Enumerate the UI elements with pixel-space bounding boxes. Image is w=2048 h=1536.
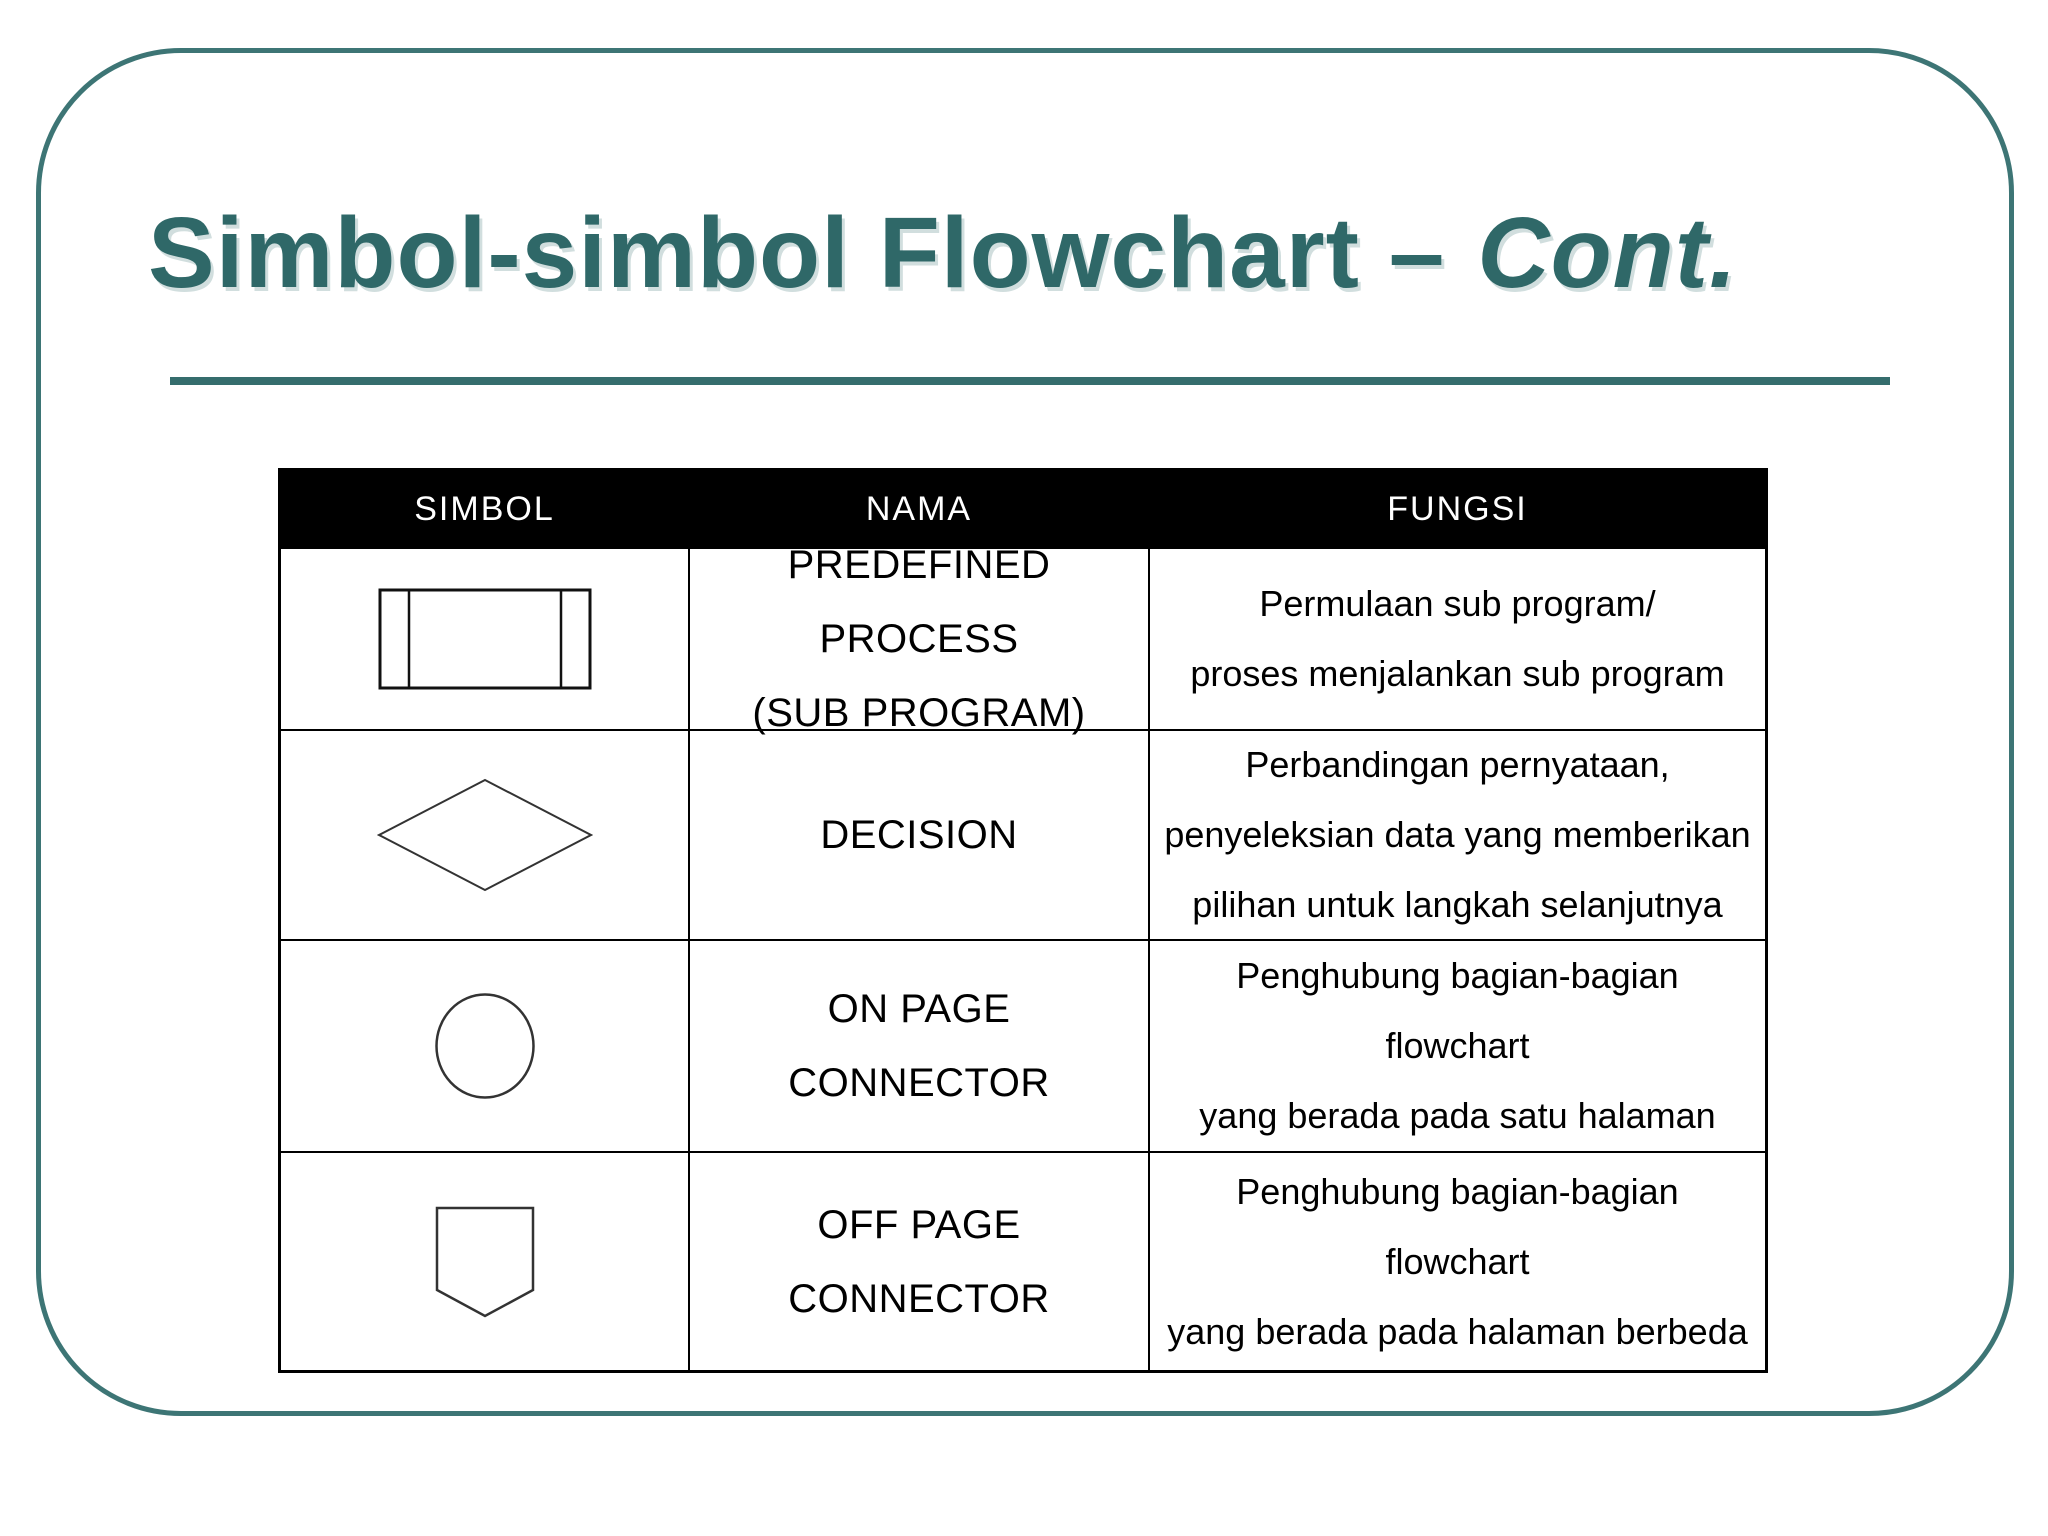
on-page-connector-symbol-icon [434,992,536,1100]
table-row-2-fungsi: Perbandingan pernyataan,penyeleksian dat… [1150,731,1765,941]
page-title-main: Simbol-simbol Flowchart – [148,197,1446,309]
table-row-1-nama: PREDEFINED PROCESS(SUB PROGRAM) [690,543,1150,735]
table-header-simbol: SIMBOL [281,471,690,549]
flowchart-symbol-table: SIMBOL NAMA FUNGSI PREDEFINED PROCESS(SU… [278,468,1768,1373]
decision-symbol-icon [376,778,593,892]
table-row-3-symbol-cell [281,941,690,1153]
table-row-4-symbol-cell [281,1153,690,1370]
off-page-connector-symbol-icon [435,1206,535,1318]
table-row-1-symbol-cell [281,549,690,731]
table-header-nama: NAMA [690,471,1150,549]
predefined-process-symbol-icon [378,588,592,690]
title-underline [170,377,1890,385]
page-title: Simbol-simbol Flowchart – Cont. [148,196,1738,311]
slide-border-frame [36,48,2014,1416]
table-header-fungsi: FUNGSI [1150,471,1765,549]
table-row-1-fungsi: Permulaan sub program/proses menjalankan… [1150,549,1765,731]
page-title-cont: Cont. [1477,197,1738,309]
table-row-2-nama: DECISION [690,731,1150,941]
table-row-2-symbol-cell [281,731,690,941]
